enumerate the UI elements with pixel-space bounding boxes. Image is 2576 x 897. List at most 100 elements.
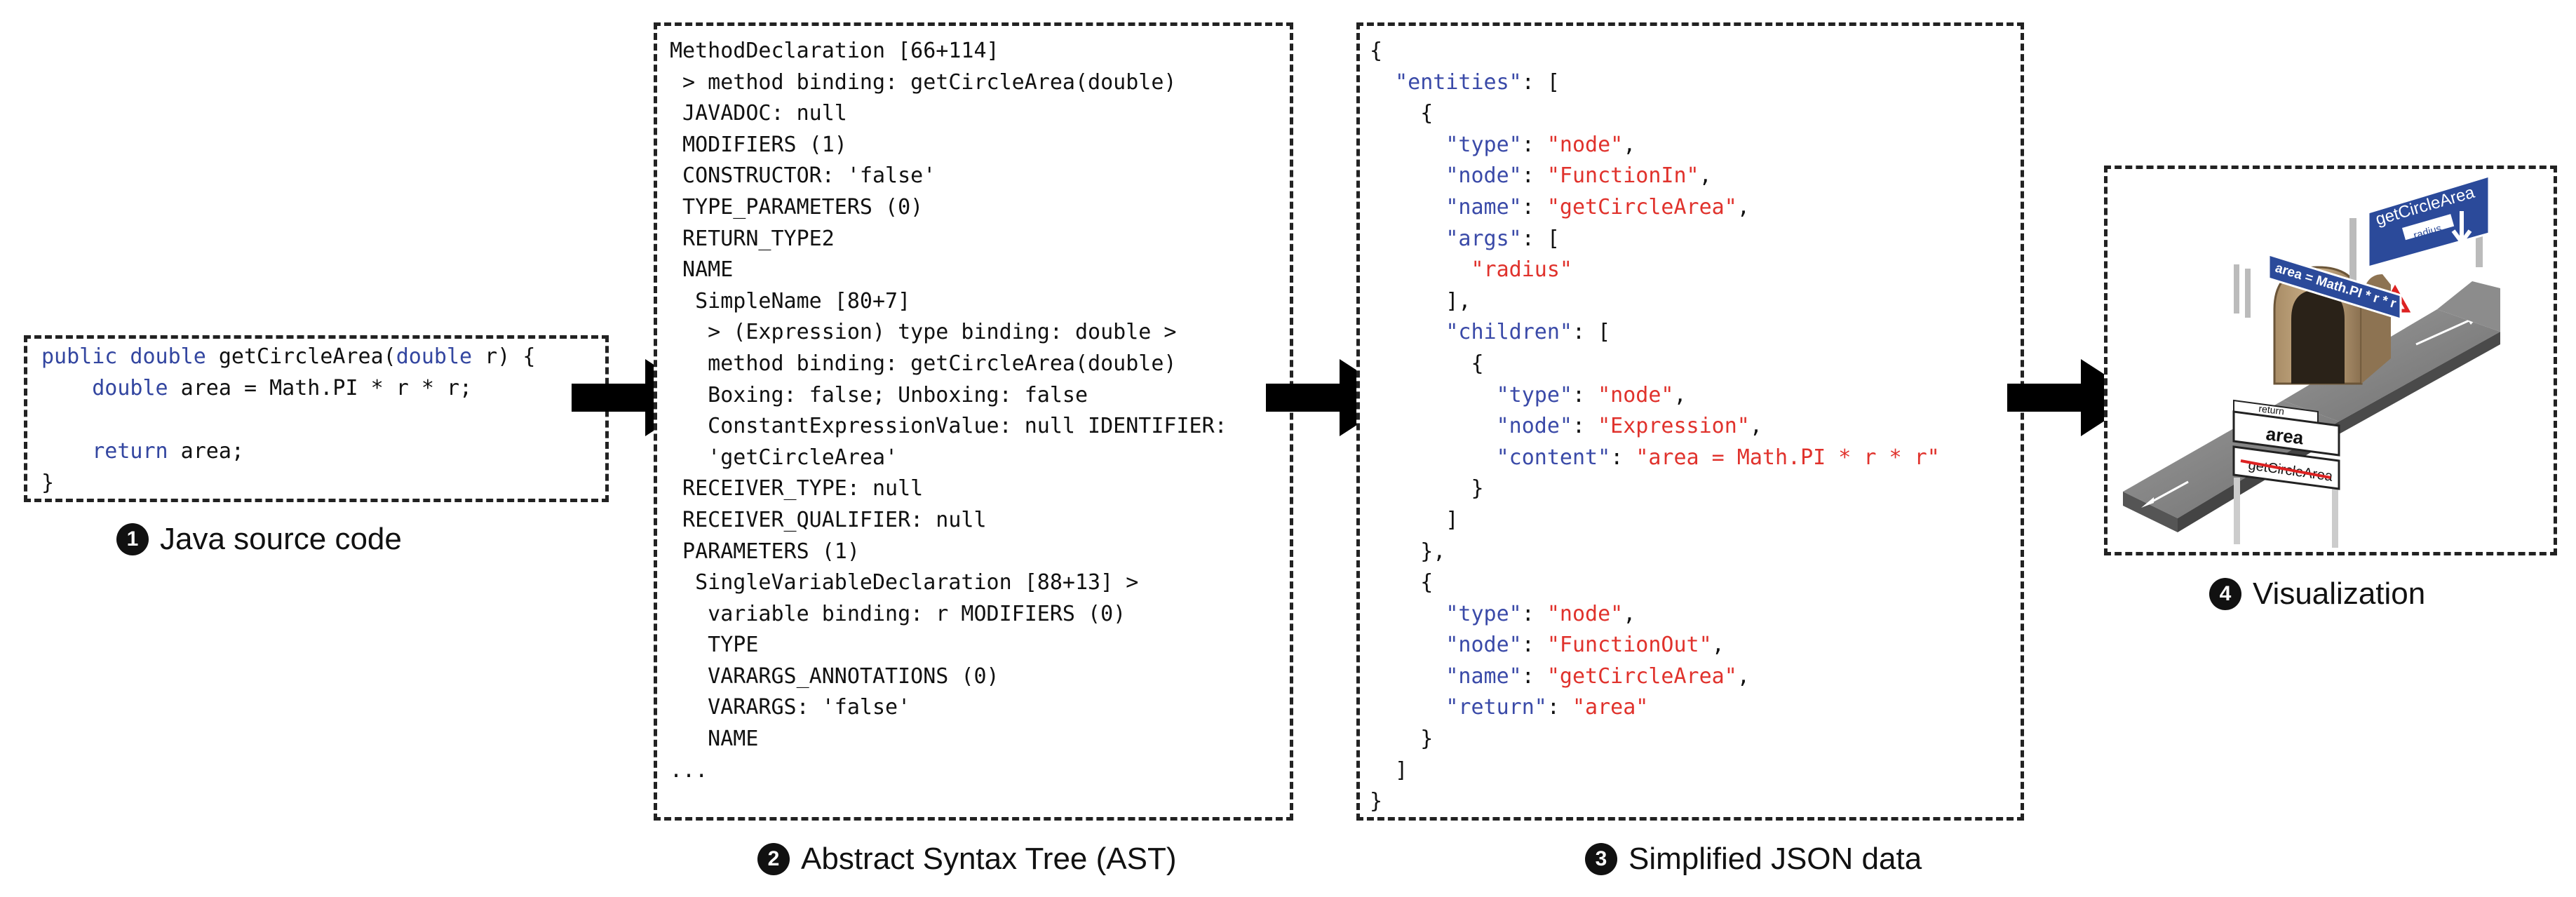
java-code-panel: public double getCircleArea(double r) { … xyxy=(24,335,609,502)
json-punct: , xyxy=(1737,194,1750,220)
json-key: "args" xyxy=(1445,226,1522,251)
ast-line: NAME xyxy=(670,257,734,283)
json-string: "node" xyxy=(1598,382,1674,407)
sign-return-label: return xyxy=(2258,403,2285,417)
ast-line: CONSTRUCTOR: 'false' xyxy=(670,163,936,189)
json-punct: { xyxy=(1370,570,1434,595)
step-badge-1: 1 xyxy=(116,523,149,555)
json-punct: : xyxy=(1521,601,1547,626)
street-scene-illustration: getCircleArea radius area = Math.PI * r … xyxy=(2123,174,2500,548)
json-punct: : xyxy=(1572,414,1598,439)
json-key: "name" xyxy=(1445,663,1522,689)
json-key: "type" xyxy=(1445,132,1522,157)
ast-line: TYPE_PARAMETERS (0) xyxy=(670,194,924,220)
code-line: return area; xyxy=(41,436,535,467)
ast-line: ConstantExpressionValue: null IDENTIFIER… xyxy=(670,414,1227,439)
json-key: "entities" xyxy=(1395,69,1522,95)
json-punct: : xyxy=(1521,163,1547,189)
caption-json-text: Simplified JSON data xyxy=(1628,842,1922,876)
json-punct: ] xyxy=(1370,757,1408,783)
json-punct xyxy=(1370,227,1445,251)
caption-ast: 2 Abstract Syntax Tree (AST) xyxy=(757,842,1177,877)
json-punct: ], xyxy=(1370,288,1471,313)
json-string: "getCircleArea" xyxy=(1546,663,1737,689)
json-line: "args": [ xyxy=(1370,224,1940,255)
json-punct: } xyxy=(1370,476,1484,501)
json-line: "type": "node", xyxy=(1370,380,1940,412)
ast-line: SingleVariableDeclaration [88+13] > xyxy=(670,570,1139,595)
json-punct: }, xyxy=(1370,539,1446,564)
code-keyword: return xyxy=(92,439,168,464)
ast-line: variable binding: r MODIFIERS (0) xyxy=(670,601,1126,626)
json-key: "type" xyxy=(1496,382,1572,407)
json-punct: : xyxy=(1521,132,1547,157)
json-punct xyxy=(1370,383,1497,407)
json-string: "Expression" xyxy=(1598,414,1750,439)
code-text xyxy=(41,439,92,464)
ast-line: MODIFIERS (1) xyxy=(670,132,847,157)
json-line: } xyxy=(1370,724,1940,755)
code-text: area = Math.PI * r * r; xyxy=(168,376,473,400)
json-line: { xyxy=(1370,567,1940,599)
json-punct xyxy=(1370,445,1497,470)
json-line: "type": "node", xyxy=(1370,130,1940,161)
json-punct: , xyxy=(1673,382,1687,407)
json-punct: : xyxy=(1546,695,1572,720)
json-line: "node": "FunctionIn", xyxy=(1370,161,1940,192)
json-string: "area" xyxy=(1572,695,1649,720)
ast-line: NAME xyxy=(670,727,759,752)
json-panel: { "entities": [ { "type": "node", "node"… xyxy=(1356,22,2024,821)
json-punct: : [ xyxy=(1572,320,1611,345)
json-line: "type": "node", xyxy=(1370,599,1940,630)
json-string: "node" xyxy=(1546,601,1624,626)
json-punct xyxy=(1370,320,1445,344)
json-key: "children" xyxy=(1445,320,1572,345)
caption-json: 3 Simplified JSON data xyxy=(1585,842,1922,877)
code-text xyxy=(41,376,92,400)
json-line: { xyxy=(1370,349,1940,380)
json-punct xyxy=(1370,695,1445,720)
code-line xyxy=(41,404,535,436)
json-punct: : xyxy=(1521,663,1547,689)
json-string: "FunctionIn" xyxy=(1546,163,1699,189)
return-signs: return area getCircleArea xyxy=(2232,399,2340,490)
json-punct: : [ xyxy=(1521,69,1560,95)
code-line: double area = Math.PI * r * r; xyxy=(41,372,535,404)
sign-area-label: area xyxy=(2265,423,2305,448)
ast-line: VARARGS: 'false' xyxy=(670,695,911,720)
json-line: "return": "area" xyxy=(1370,692,1940,724)
caption-ast-text: Abstract Syntax Tree (AST) xyxy=(801,842,1177,876)
json-punct: : [ xyxy=(1521,226,1560,251)
json-punct: , xyxy=(1623,601,1636,626)
ast-line: 'getCircleArea' xyxy=(670,445,898,470)
json-punct: { xyxy=(1370,351,1484,376)
ast-line: > (Expression) type binding: double > xyxy=(670,320,1177,345)
json-punct xyxy=(1370,195,1445,220)
ast-line: TYPE xyxy=(670,633,759,658)
caption-visualization: 4 Visualization xyxy=(2209,576,2425,612)
visualization-panel: getCircleArea radius area = Math.PI * r … xyxy=(2104,166,2557,555)
json-punct: { xyxy=(1370,39,1383,63)
json-line: "node": "FunctionOut", xyxy=(1370,630,1940,661)
json-line: ] xyxy=(1370,755,1940,787)
json-punct: , xyxy=(1749,414,1762,439)
code-text: r) { xyxy=(472,344,536,369)
json-punct xyxy=(1370,70,1395,95)
json-key: "content" xyxy=(1496,445,1611,470)
ast-text-block: MethodDeclaration [66+114] > method bind… xyxy=(670,36,1227,786)
json-punct: , xyxy=(1737,663,1750,689)
json-line: { xyxy=(1370,36,1940,67)
code-line: public double getCircleArea(double r) { xyxy=(41,341,535,372)
json-line: "node": "Expression", xyxy=(1370,411,1940,443)
json-punct xyxy=(1370,602,1445,626)
code-line: } xyxy=(41,467,535,499)
ast-line: RETURN_TYPE2 xyxy=(670,226,835,251)
caption-java-text: Java source code xyxy=(160,522,402,556)
json-line: "children": [ xyxy=(1370,317,1940,349)
json-line: }, xyxy=(1370,537,1940,568)
code-text: area; xyxy=(168,439,244,464)
function-name-sign: getCircleArea radius xyxy=(2367,174,2490,269)
json-punct: } xyxy=(1370,727,1434,752)
step-badge-2: 2 xyxy=(757,843,790,875)
json-punct: : xyxy=(1521,633,1547,658)
